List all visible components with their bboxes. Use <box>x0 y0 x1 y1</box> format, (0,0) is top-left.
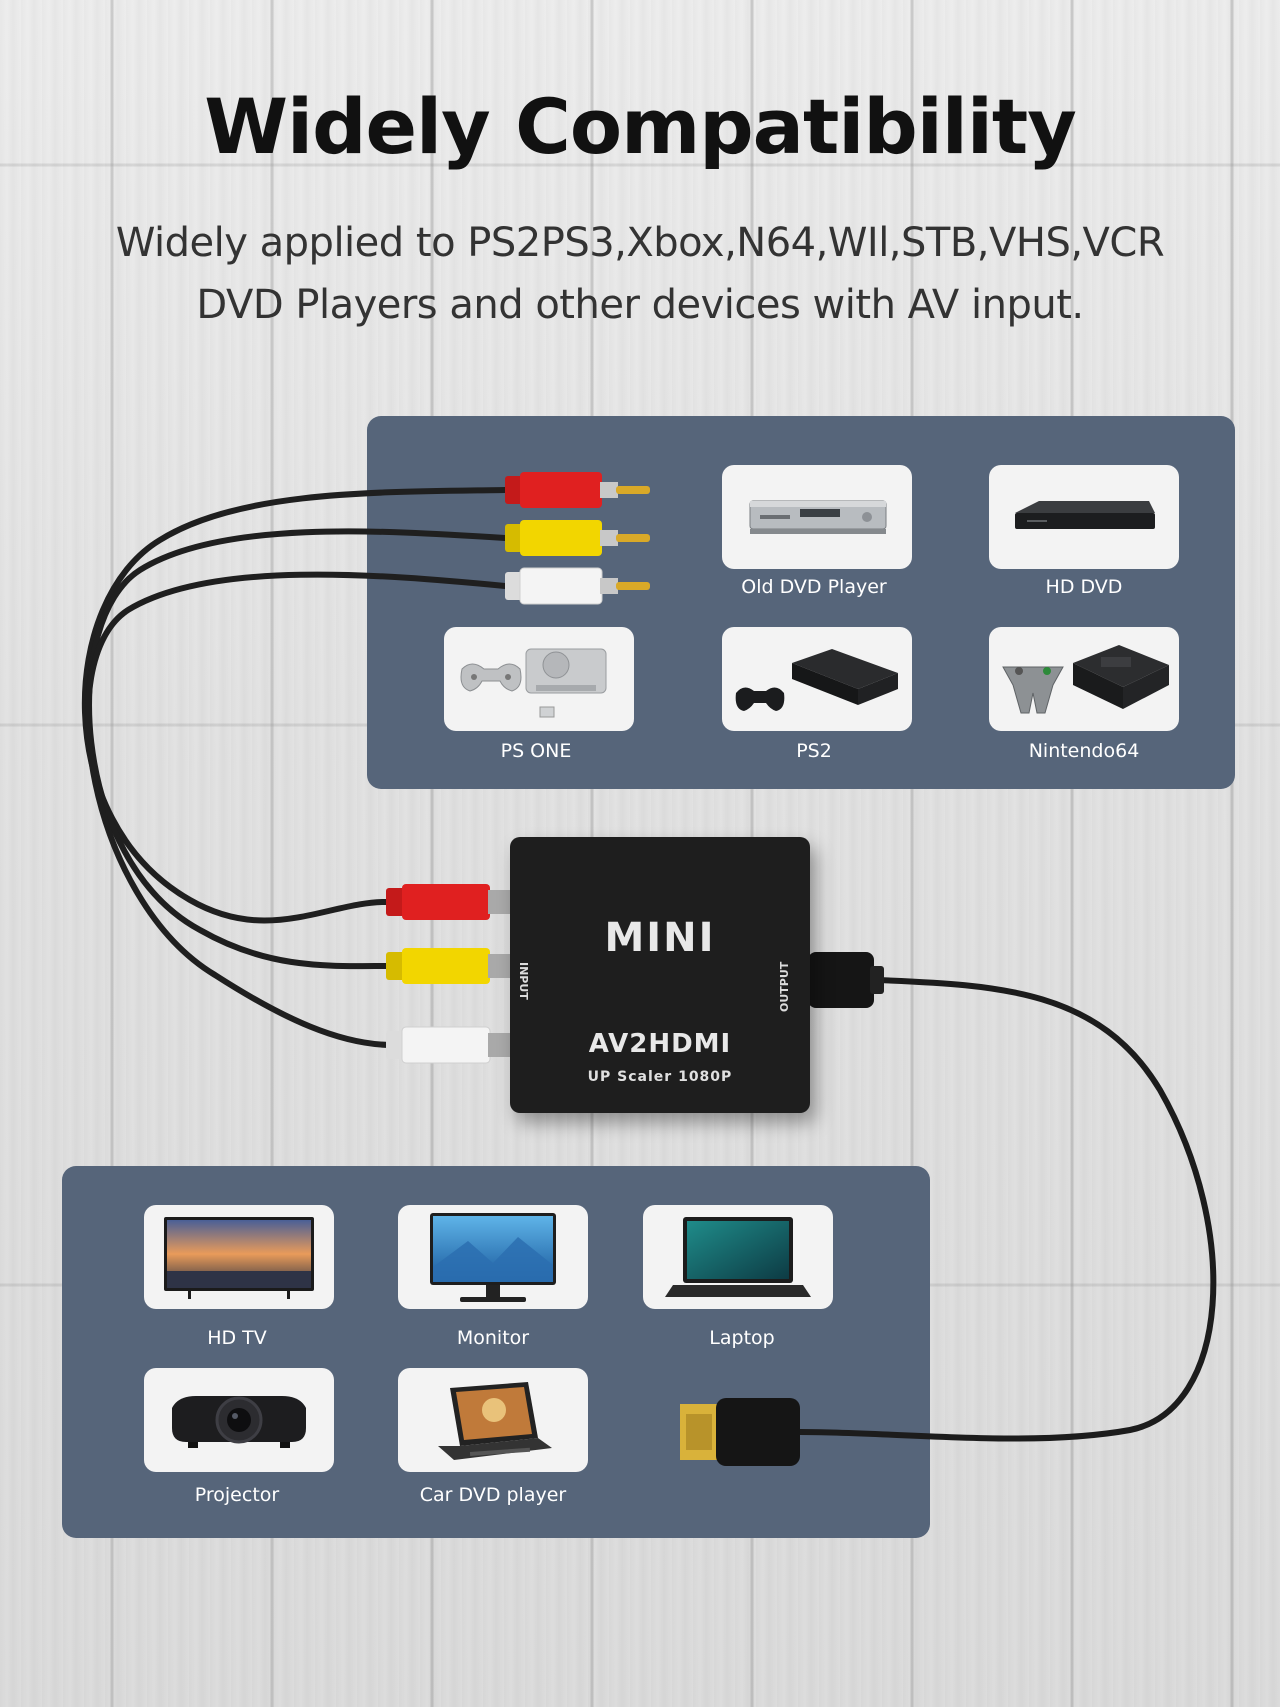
device-label: PS ONE <box>500 740 572 762</box>
ps2-console-icon <box>735 649 898 711</box>
projector-icon <box>172 1396 306 1448</box>
device-card-hd-tv <box>144 1205 334 1309</box>
device-card-ps-one <box>444 627 634 731</box>
laptop-icon <box>665 1217 811 1297</box>
device-label: HD DVD <box>1045 576 1123 598</box>
device-card-monitor <box>398 1205 588 1309</box>
device-card-ps2 <box>722 627 912 731</box>
device-card-old-dvd-player <box>722 465 912 569</box>
page-title: Widely Compatibility <box>204 82 1077 171</box>
device-card-laptop <box>643 1205 833 1309</box>
device-label: Car DVD player <box>419 1484 567 1506</box>
converter-output-label: OUTPUT <box>778 961 791 1012</box>
tv-icon <box>164 1217 314 1299</box>
rca-plug-red-inserted <box>386 884 510 920</box>
converter-scaler: UP Scaler 1080P <box>587 1069 733 1085</box>
subtitle-line-2: DVD Players and other devices with AV in… <box>196 282 1084 328</box>
device-label: PS2 <box>796 740 832 762</box>
page-subtitle: Widely applied to PS2PS3,Xbox,N64,WIl,ST… <box>0 212 1280 336</box>
converter-model: AV2HDMI <box>588 1029 732 1059</box>
device-card-hd-dvd <box>989 465 1179 569</box>
monitor-icon <box>430 1213 556 1302</box>
dvd-player-icon <box>749 500 887 534</box>
device-card-nintendo64 <box>989 627 1179 731</box>
device-label: Laptop <box>709 1327 775 1349</box>
av2hdmi-converter-box: MINI AV2HDMI UP Scaler 1080P INPUT OUTPU… <box>510 837 810 1113</box>
car-dvd-player-icon <box>438 1382 552 1460</box>
rca-plug-yellow-inserted <box>386 948 510 984</box>
device-label: HD TV <box>207 1327 267 1349</box>
rca-plug-white-inserted <box>386 1026 510 1064</box>
device-label: Old DVD Player <box>741 576 887 598</box>
ps-one-console-icon <box>460 648 607 718</box>
nintendo64-console-icon <box>1002 645 1169 714</box>
device-label: Projector <box>194 1484 280 1506</box>
device-label: Nintendo64 <box>1028 740 1140 762</box>
converter-brand: MINI <box>604 915 716 961</box>
hdmi-plug-inserted <box>808 952 884 1008</box>
device-label: Monitor <box>456 1327 530 1349</box>
hd-dvd-icon <box>1015 501 1155 529</box>
device-card-car-dvd-player <box>398 1368 588 1472</box>
converter-input-label: INPUT <box>517 962 530 1000</box>
subtitle-line-1: Widely applied to PS2PS3,Xbox,N64,WIl,ST… <box>115 220 1165 266</box>
device-card-projector <box>144 1368 334 1472</box>
